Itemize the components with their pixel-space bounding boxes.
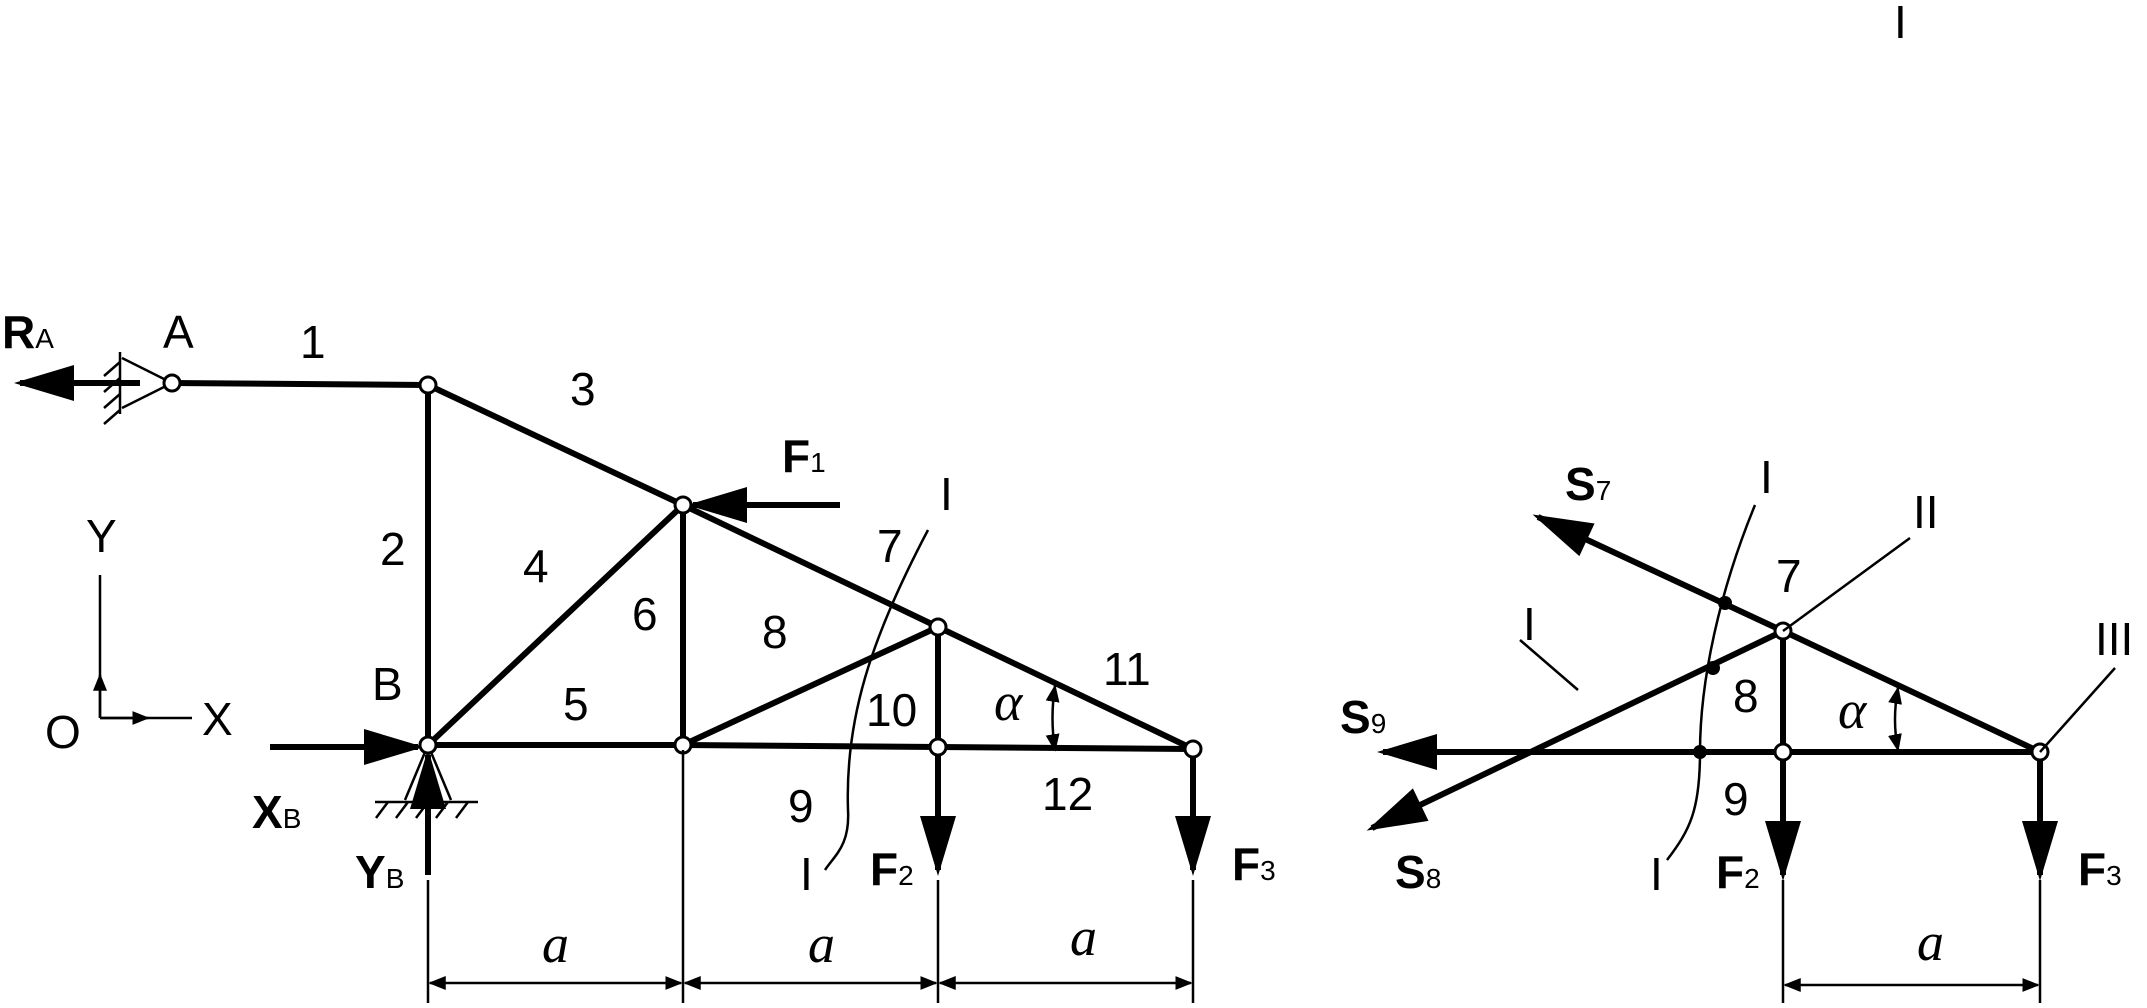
member-7 (680, 502, 941, 630)
label-section-i-top: I (1760, 451, 1773, 503)
node-a (162, 373, 182, 393)
node-tip (1183, 739, 1203, 759)
label-section-member-8: 8 (1733, 670, 1759, 722)
section-line-i-left (1519, 639, 1579, 691)
label-origin: O (45, 706, 81, 758)
section-alpha-arc (1888, 686, 1902, 752)
section-member-7 (1780, 628, 2043, 755)
label-member-5: 5 (563, 678, 589, 730)
node-bottom-3 (928, 737, 948, 757)
label-f2: F2 (870, 843, 914, 895)
label-f3: F3 (1232, 838, 1276, 890)
node-f1 (673, 495, 693, 515)
section-line-i (823, 529, 930, 871)
label-section-bottom: I (800, 848, 813, 900)
label-member-12: 12 (1042, 768, 1093, 820)
force-s7-arrow (1532, 514, 1785, 634)
label-ra: RA (2, 306, 54, 358)
member-3-upper (425, 382, 686, 508)
node-upper-3 (928, 617, 948, 637)
label-section-ii: II (1913, 486, 1939, 538)
member-9 (680, 742, 941, 750)
section-cut-i (1666, 504, 1757, 861)
node-top (418, 375, 438, 395)
section-line-iii (2039, 667, 2116, 753)
label-section-top: I (940, 468, 953, 520)
label-section-alpha: α (1838, 680, 1868, 740)
label-section-member-9: 9 (1723, 773, 1749, 825)
label-member-10: 10 (866, 684, 917, 736)
label-section-member-7: 7 (1776, 550, 1802, 602)
label-s9: S9 (1340, 691, 1386, 743)
section-line-ii (1782, 536, 1911, 633)
node-b (418, 735, 438, 755)
section-node-bottom (1773, 742, 1793, 762)
label-axis-y: Y (86, 510, 117, 562)
label-section-dim: a (1917, 912, 1944, 972)
label-b: B (372, 658, 403, 710)
full-truss: RA A B XB YB F1 F2 F3 Y X O α I I 1 2 3 … (2, 306, 1276, 1003)
label-member-6: 6 (632, 588, 658, 640)
label-member-8: 8 (762, 606, 788, 658)
label-dim-2: a (808, 914, 835, 974)
label-member-1: 1 (300, 316, 326, 368)
top-section-mark: I (1894, 0, 1907, 48)
label-a: A (163, 306, 194, 358)
label-s7: S7 (1565, 458, 1611, 510)
label-member-9: 9 (788, 780, 814, 832)
label-f1: F1 (782, 430, 826, 482)
label-member-3: 3 (570, 363, 596, 415)
member-8 (680, 624, 941, 748)
member-4 (425, 502, 686, 748)
label-member-7: 7 (877, 520, 903, 572)
section-diagram: S7 S8 S9 F2 F3 α I I I II III 7 8 9 a (1340, 451, 2133, 1003)
cut-point-8 (1706, 661, 1720, 675)
label-section-f2: F2 (1716, 846, 1760, 898)
label-member-4: 4 (523, 540, 549, 592)
member-11 (935, 624, 1196, 752)
label-alpha: α (994, 672, 1024, 732)
label-section-i-left: I (1523, 598, 1536, 650)
label-xb: XB (252, 786, 301, 838)
label-axis-x: X (202, 693, 233, 745)
label-section-i-bottom: I (1650, 848, 1663, 900)
label-s8: S8 (1395, 846, 1441, 898)
label-member-2: 2 (380, 523, 406, 575)
force-s8-arrow (1366, 628, 1785, 831)
label-dim-3: a (1070, 907, 1097, 967)
support-a (103, 352, 173, 425)
label-yb: YB (355, 846, 404, 898)
label-member-11: 11 (1103, 643, 1151, 695)
label-section-iii: III (2095, 613, 2133, 665)
alpha-arc (1045, 684, 1060, 752)
label-dim-1: a (542, 914, 569, 974)
label-section-f3: F3 (2078, 843, 2122, 895)
member-12 (935, 744, 1196, 752)
member-1 (167, 380, 431, 388)
